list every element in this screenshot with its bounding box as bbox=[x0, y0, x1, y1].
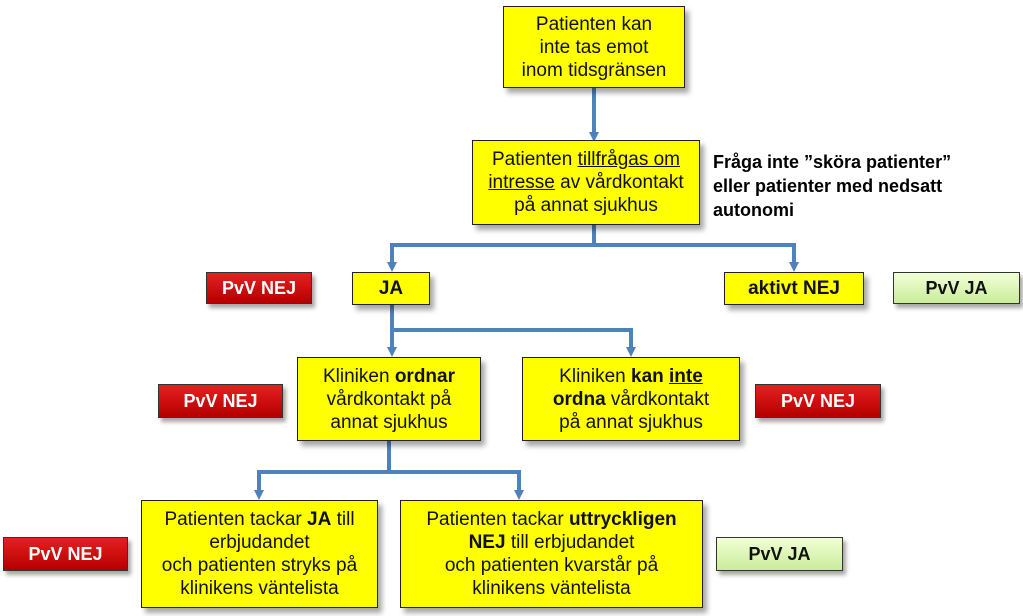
box-text-run: klinikens väntelista bbox=[180, 578, 339, 599]
box-text-run: vårdkontakt på bbox=[326, 388, 452, 410]
box-text-line: på annat sjukhus bbox=[514, 194, 658, 217]
note-line-3: autonomi bbox=[713, 200, 794, 220]
box-text-line: ordna vårdkontakt bbox=[553, 388, 709, 411]
box-text-line: klinikens väntelista bbox=[180, 577, 338, 600]
box-text-line: Kliniken ordnar bbox=[323, 365, 455, 388]
box-text-line: inom tidsgränsen bbox=[521, 59, 667, 81]
badge-pvv-nej-kan-inte: PvV NEJ bbox=[755, 384, 881, 418]
box-text-line: och patienten stryks på bbox=[162, 554, 357, 577]
box-text-line: Patienten kan bbox=[535, 13, 653, 35]
badge-pvv-nej-ordnar: PvV NEJ bbox=[158, 384, 283, 418]
box-text-run: JA bbox=[307, 509, 332, 530]
box-text-line: NEJ till erbjudandet bbox=[469, 531, 635, 554]
box-text-run: vårdkontakt bbox=[605, 388, 710, 410]
connector-ordnar-to-tackar-nej bbox=[389, 470, 524, 500]
box-text-run: kan bbox=[631, 365, 670, 387]
box-text-line: erbjudandet bbox=[209, 531, 309, 554]
box-text-run: NEJ bbox=[468, 532, 506, 553]
box-ja-label: JA bbox=[378, 278, 404, 299]
box-text-run: Patienten tackar bbox=[426, 509, 569, 530]
box-text-run: inte bbox=[669, 365, 703, 387]
box-text-run: Kliniken bbox=[322, 365, 395, 387]
connector-ask-split bbox=[387, 225, 596, 272]
box-text-run: av vårdkontakt bbox=[554, 172, 684, 193]
box-text-run: uttryckligen bbox=[568, 509, 677, 530]
box-text-run: Patienten bbox=[492, 149, 578, 170]
box-text-line: vårdkontakt på bbox=[327, 388, 452, 411]
box-text-run: erbjudandet bbox=[209, 532, 310, 553]
box-text-run: intresse bbox=[488, 172, 555, 193]
box-text-line: Patienten tillfrågas om bbox=[492, 148, 680, 171]
note-line-1: Fråga inte ”sköra patienter” bbox=[713, 152, 952, 172]
box-text-run: klinikens väntelista bbox=[472, 578, 631, 599]
badge-pvv-ja-aktivt-nej: PvV JA bbox=[893, 272, 1020, 304]
badge-pvv-nej-ja-branch: PvV NEJ bbox=[206, 272, 312, 304]
box-text-run: Kliniken bbox=[559, 365, 631, 387]
box-text-run: och patienten stryks på bbox=[161, 555, 358, 576]
box-text-run: och patienten kvarstår på bbox=[444, 555, 659, 576]
badge-pvv-ja-tackar-nej: PvV JA bbox=[716, 537, 843, 571]
note-fragile-patients: Fråga inte ”sköra patienter” eller patie… bbox=[713, 150, 1013, 222]
box-text-run: annat sjukhus bbox=[330, 411, 448, 433]
box-text-line: intresse av vårdkontakt bbox=[488, 171, 683, 194]
box-text-run: på annat sjukhus bbox=[559, 411, 703, 433]
box-text-line: Kliniken kan inte bbox=[559, 365, 703, 388]
connector-ordnar-split bbox=[254, 441, 391, 500]
box-text-run: till bbox=[331, 509, 355, 530]
box-text-line: på annat sjukhus bbox=[559, 411, 703, 434]
connector-ja-to-kan-inte bbox=[392, 328, 636, 357]
box-aktivt-nej-label: aktivt NEJ bbox=[748, 278, 840, 299]
box-text-run: på annat sjukhus bbox=[514, 195, 658, 216]
box-text-line: klinikens väntelista bbox=[472, 577, 630, 600]
box-text-line: och patienten kvarstår på bbox=[445, 554, 658, 577]
box-text-run: ordna bbox=[552, 388, 606, 410]
box-text-line: inte tas emot bbox=[539, 36, 649, 58]
connector-ask-to-aktivt-nej bbox=[594, 243, 799, 272]
box-text-run: Patienten tackar bbox=[164, 509, 308, 530]
box-text-line: Patienten tackar uttryckligen bbox=[426, 508, 676, 531]
box-text-run: tillfrågas om bbox=[577, 149, 680, 170]
box-ja: JA bbox=[352, 272, 430, 305]
box-text-line: Patienten tackar JA till bbox=[164, 508, 354, 531]
box-text-line: annat sjukhus bbox=[330, 411, 447, 434]
badge-pvv-nej-tackar-ja: PvV NEJ bbox=[3, 537, 128, 571]
note-line-2: eller patienter med nedsatt bbox=[713, 176, 943, 196]
box-aktivt-nej: aktivt NEJ bbox=[724, 272, 864, 305]
box-text-run: ordnar bbox=[394, 365, 455, 387]
box-text-run: till erbjudandet bbox=[505, 532, 635, 553]
